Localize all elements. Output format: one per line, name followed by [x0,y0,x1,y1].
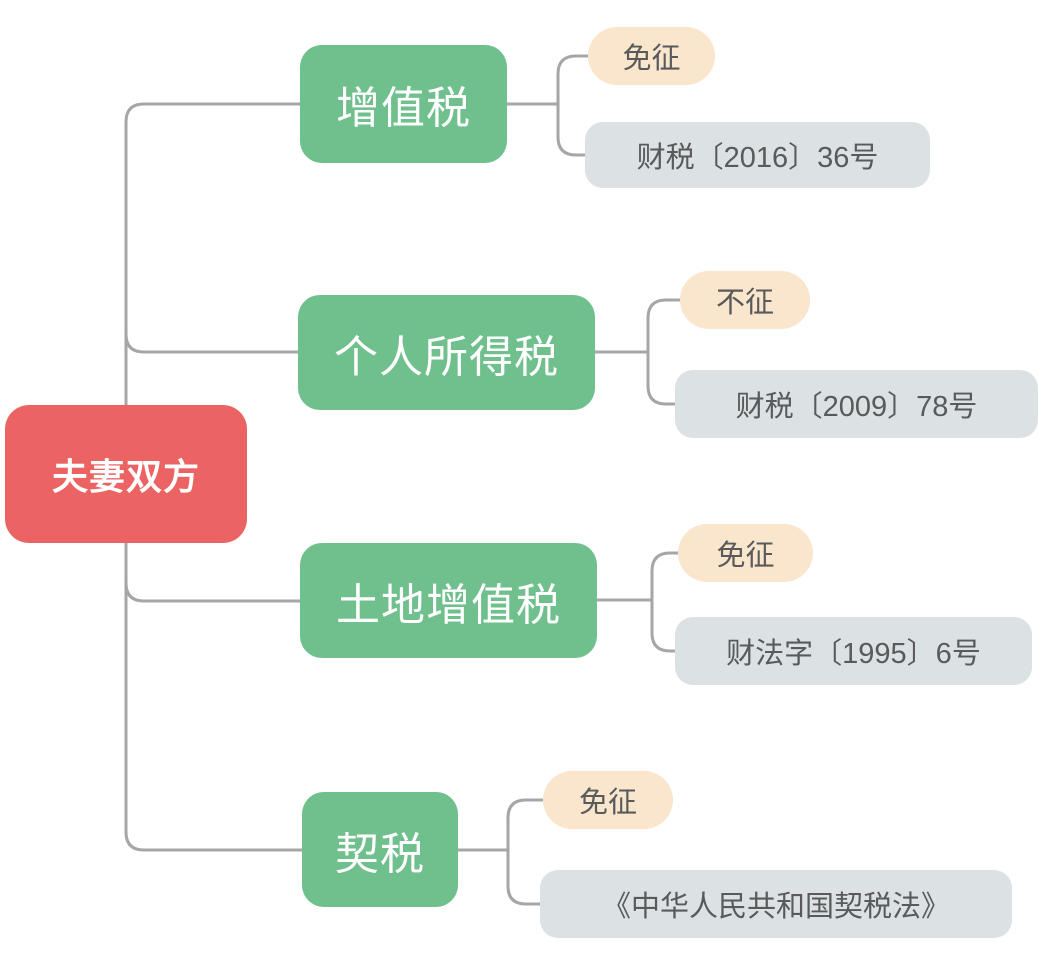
basis-pill-land-appreciation-tax: 财法字〔1995〕6号 [675,617,1032,685]
branch-node-deed-tax: 契税 [302,792,458,907]
status-pill-personal-income-tax: 不征 [680,271,810,329]
root-node-spouses: 夫妻双方 [5,405,247,543]
basis-pill-vat: 财税〔2016〕36号 [585,122,930,188]
status-pill-vat: 免征 [588,27,715,85]
branch-line-land-appreciation-tax [124,581,302,603]
child-fork-deed-tax [506,798,545,906]
branch-node-personal-income-tax: 个人所得税 [298,295,595,410]
branch-node-vat: 增值税 [300,45,507,163]
branch-line-personal-income-tax [124,332,300,354]
child-fork-personal-income-tax [646,298,682,406]
basis-pill-personal-income-tax: 财税〔2009〕78号 [675,370,1038,438]
status-pill-land-appreciation-tax: 免征 [678,524,813,582]
status-pill-deed-tax: 免征 [543,771,673,829]
branch-node-land-appreciation-tax: 土地增值税 [300,543,597,658]
child-fork-vat [556,54,590,157]
child-fork-land-appreciation-tax [650,551,680,653]
basis-pill-deed-tax: 《中华人民共和国契税法》 [540,870,1012,938]
